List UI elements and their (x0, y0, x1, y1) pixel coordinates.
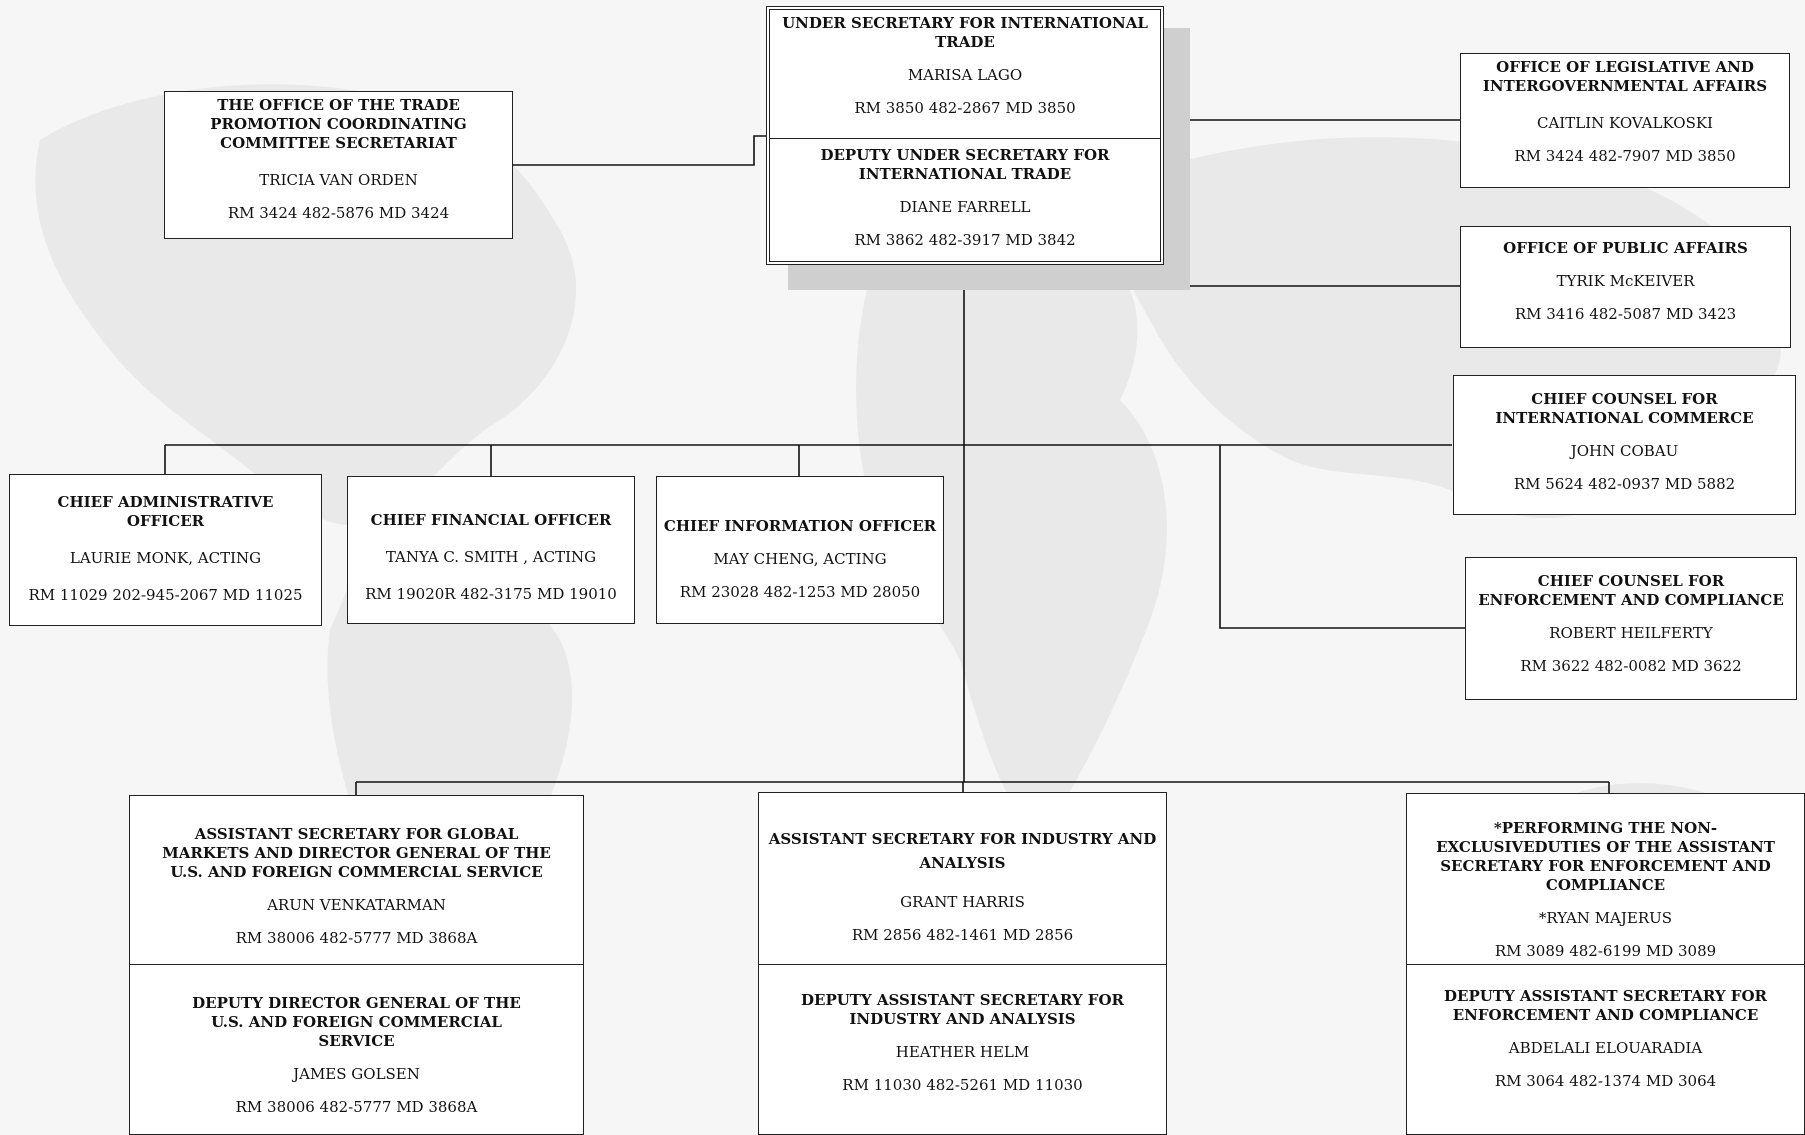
enforcement-compliance-divider (1407, 964, 1804, 965)
industry-analysis-box: ASSISTANT SECRETARY FOR INDUSTRY AND ANA… (758, 792, 1167, 1135)
global-markets-deputy-contact: RM 38006 482-5777 MD 3868A (235, 1098, 478, 1116)
europe-africa-shape (856, 217, 1167, 841)
chief-administrative-officer-name: LAURIE MONK, ACTING (69, 549, 262, 567)
chief-financial-officer-box: CHIEF FINANCIAL OFFICER TANYA C. SMITH ,… (347, 476, 635, 624)
chief-counsel-enforcement-title: CHIEF COUNSEL FOR ENFORCEMENT AND COMPLI… (1478, 572, 1784, 609)
global-markets-deputy-section: DEPUTY DIRECTOR GENERAL OF THE U.S. AND … (130, 990, 583, 1121)
global-markets-assistant-name: ARUN VENKATARMAN (267, 896, 446, 914)
global-markets-box: ASSISTANT SECRETARY FOR GLOBAL MARKETS A… (129, 795, 584, 1135)
global-markets-divider (130, 964, 583, 965)
chief-financial-officer-title: CHIEF FINANCIAL OFFICER (370, 511, 612, 529)
under-secretary-divider (770, 138, 1160, 139)
chief-information-officer-box: CHIEF INFORMATION OFFICER MAY CHENG, ACT… (656, 476, 944, 624)
deputy-under-secretary-contact: RM 3862 482-3917 MD 3842 (854, 231, 1076, 249)
industry-analysis-deputy-section: DEPUTY ASSISTANT SECRETARY FOR INDUSTRY … (759, 987, 1166, 1099)
industry-analysis-assistant-name: GRANT HARRIS (900, 893, 1025, 911)
industry-analysis-assistant-title: ASSISTANT SECRETARY FOR INDUSTRY AND ANA… (768, 830, 1157, 872)
chief-information-officer-title: CHIEF INFORMATION OFFICER (663, 517, 937, 535)
connector-right-offices (1161, 119, 1460, 287)
deputy-under-secretary-name: DIANE FARRELL (899, 198, 1031, 216)
deputy-under-secretary-section: DEPUTY UNDER SECRETARY FOR INTERNATIONAL… (770, 142, 1160, 262)
enforcement-compliance-deputy-section: DEPUTY ASSISTANT SECRETARY FOR ENFORCEME… (1407, 983, 1804, 1095)
global-markets-assistant-title: ASSISTANT SECRETARY FOR GLOBAL MARKETS A… (162, 825, 551, 881)
chief-administrative-officer-box: CHIEF ADMINISTRATIVE OFFICER LAURIE MONK… (9, 474, 322, 626)
chief-financial-officer-contact: RM 19020R 482-3175 MD 19010 (365, 585, 617, 603)
legislative-affairs-contact: RM 3424 482-7907 MD 3850 (1514, 147, 1736, 165)
public-affairs-name: TYRIK McKEIVER (1556, 272, 1695, 290)
enforcement-compliance-deputy-contact: RM 3064 482-1374 MD 3064 (1494, 1072, 1717, 1090)
chief-counsel-intl-commerce-box: CHIEF COUNSEL FOR INTERNATIONAL COMMERCE… (1453, 375, 1796, 515)
tpcc-name: TRICIA VAN ORDEN (259, 171, 418, 189)
chief-counsel-intl-commerce-title: CHIEF COUNSEL FOR INTERNATIONAL COMMERCE (1495, 390, 1754, 427)
under-secretary-box: UNDER SECRETARY FOR INTERNATIONAL TRADE … (766, 6, 1164, 265)
industry-analysis-divider (759, 964, 1166, 965)
global-markets-assistant-section: ASSISTANT SECRETARY FOR GLOBAL MARKETS A… (130, 821, 583, 952)
tpcc-contact: RM 3424 482-5876 MD 3424 (227, 204, 450, 222)
tpcc-title: THE OFFICE OF THE TRADE PROMOTION COORDI… (210, 96, 467, 152)
chief-administrative-officer-title: CHIEF ADMINISTRATIVE OFFICER (57, 493, 274, 530)
deputy-under-secretary-title: DEPUTY UNDER SECRETARY FOR INTERNATIONAL… (820, 146, 1110, 183)
public-affairs-box: OFFICE OF PUBLIC AFFAIRS TYRIK McKEIVER … (1460, 226, 1791, 348)
chief-information-officer-contact: RM 23028 482-1253 MD 28050 (679, 583, 921, 601)
connector-counsel (1219, 445, 1465, 629)
chief-administrative-officer-contact: RM 11029 202-945-2067 MD 11025 (28, 586, 303, 604)
enforcement-compliance-assistant-contact: RM 3089 482-6199 MD 3089 (1494, 942, 1717, 960)
enforcement-compliance-assistant-section: *PERFORMING THE NON-EXCLUSIVEDUTIES OF T… (1407, 815, 1804, 965)
chief-counsel-enforcement-contact: RM 3622 482-0082 MD 3622 (1520, 657, 1742, 675)
tpcc-box: THE OFFICE OF THE TRADE PROMOTION COORDI… (164, 91, 513, 239)
public-affairs-contact: RM 3416 482-5087 MD 3423 (1514, 305, 1737, 323)
legislative-affairs-title: OFFICE OF LEGISLATIVE AND INTERGOVERNMEN… (1482, 58, 1768, 95)
chief-information-officer-name: MAY CHENG, ACTING (713, 550, 887, 568)
under-secretary-name: MARISA LAGO (907, 66, 1023, 84)
chief-financial-officer-name: TANYA C. SMITH , ACTING (385, 548, 597, 566)
enforcement-compliance-deputy-title: DEPUTY ASSISTANT SECRETARY FOR ENFORCEME… (1444, 987, 1767, 1024)
connector-chiefs-bar (164, 444, 1452, 476)
industry-analysis-assistant-section: ASSISTANT SECRETARY FOR INDUSTRY AND ANA… (759, 823, 1166, 949)
industry-analysis-deputy-contact: RM 11030 482-5261 MD 11030 (842, 1076, 1083, 1094)
chief-counsel-intl-commerce-name: JOHN COBAU (1570, 442, 1679, 460)
global-markets-deputy-name: JAMES GOLSEN (293, 1065, 420, 1083)
industry-analysis-assistant-contact: RM 2856 482-1461 MD 2856 (851, 926, 1074, 944)
public-affairs-title: OFFICE OF PUBLIC AFFAIRS (1503, 239, 1748, 257)
industry-analysis-deputy-name: HEATHER HELM (895, 1043, 1030, 1061)
enforcement-compliance-deputy-name: ABDELALI ELOUARADIA (1508, 1039, 1703, 1057)
industry-analysis-deputy-title: DEPUTY ASSISTANT SECRETARY FOR INDUSTRY … (801, 991, 1124, 1028)
under-secretary-section: UNDER SECRETARY FOR INTERNATIONAL TRADE … (770, 10, 1160, 138)
under-secretary-contact: RM 3850 482-2867 MD 3850 (854, 99, 1076, 117)
enforcement-compliance-assistant-title: *PERFORMING THE NON-EXCLUSIVEDUTIES OF T… (1436, 819, 1775, 894)
enforcement-compliance-box: *PERFORMING THE NON-EXCLUSIVEDUTIES OF T… (1406, 793, 1805, 1135)
legislative-affairs-box: OFFICE OF LEGISLATIVE AND INTERGOVERNMEN… (1460, 53, 1790, 188)
global-markets-deputy-title: DEPUTY DIRECTOR GENERAL OF THE U.S. AND … (192, 994, 521, 1050)
under-secretary-title: UNDER SECRETARY FOR INTERNATIONAL TRADE (782, 14, 1148, 51)
chief-counsel-intl-commerce-contact: RM 5624 482-0937 MD 5882 (1513, 475, 1736, 493)
connector-assistants-bar (355, 781, 1610, 796)
chief-counsel-enforcement-name: ROBERT HEILFERTY (1549, 624, 1713, 642)
legislative-affairs-name: CAITLIN KOVALKOSKI (1537, 114, 1713, 132)
connector-tpcc (512, 135, 766, 166)
chief-counsel-enforcement-box: CHIEF COUNSEL FOR ENFORCEMENT AND COMPLI… (1465, 557, 1797, 700)
global-markets-assistant-contact: RM 38006 482-5777 MD 3868A (235, 929, 478, 947)
enforcement-compliance-assistant-name: *RYAN MAJERUS (1538, 909, 1673, 927)
